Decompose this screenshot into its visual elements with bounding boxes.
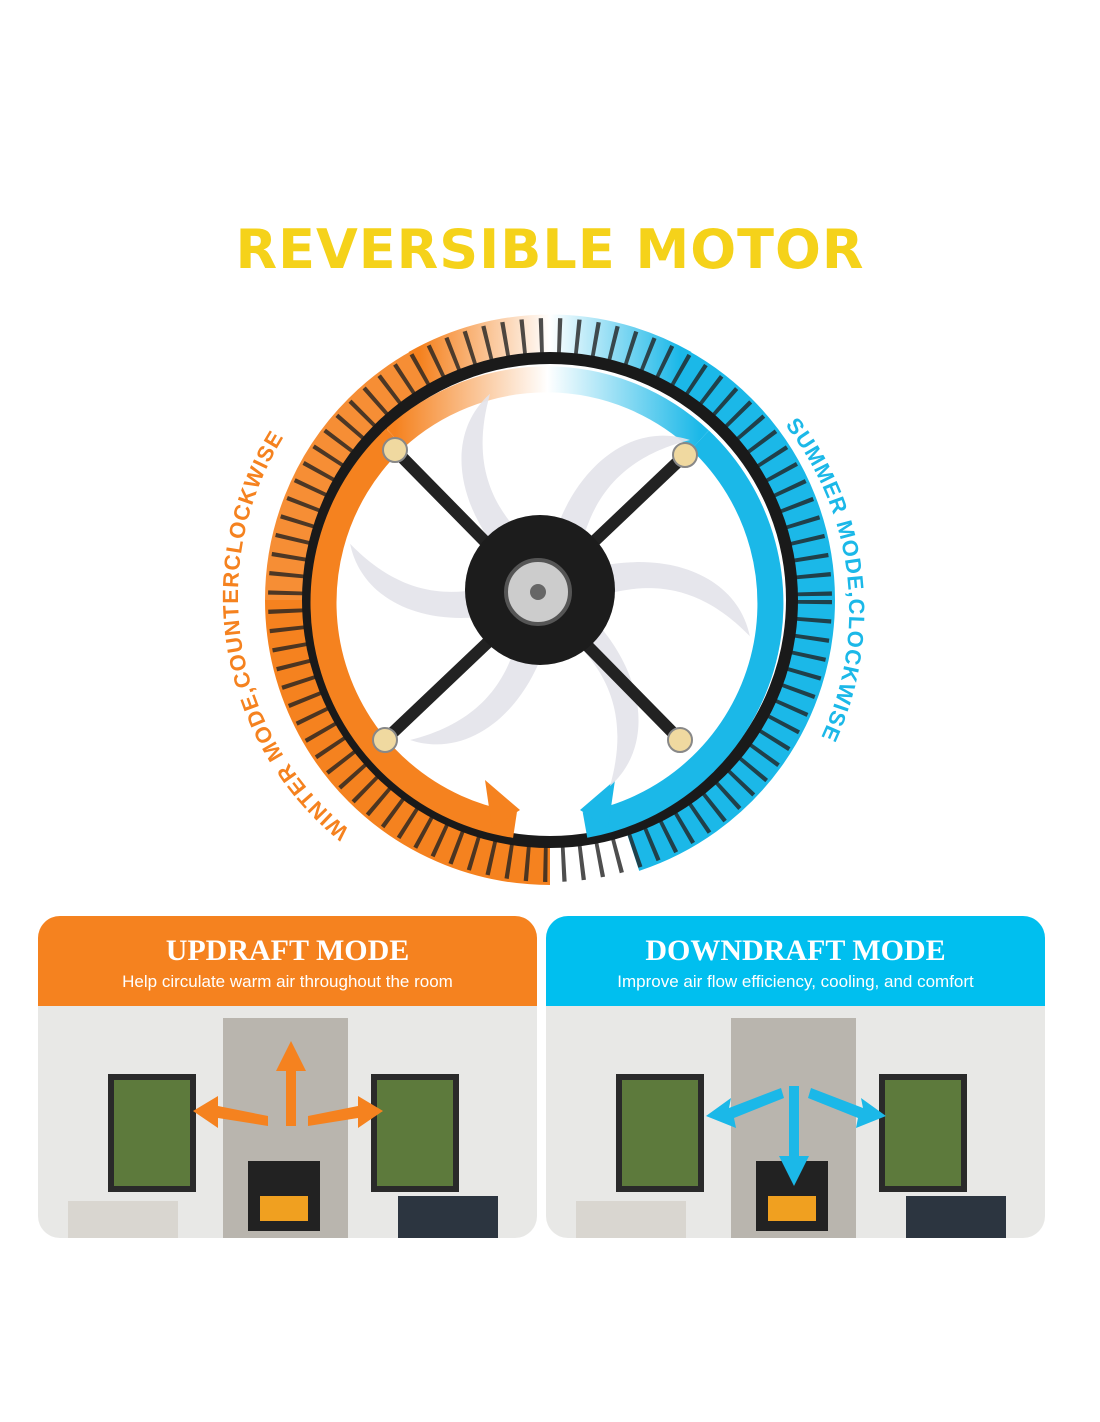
updraft-subtitle: Help circulate warm air throughout the r… <box>122 972 453 991</box>
page-title: REVERSIBLE MOTOR <box>235 218 865 281</box>
bulb-icons <box>372 437 698 753</box>
air-coils <box>265 314 836 885</box>
downdraft-subtitle: Improve air flow efficiency, cooling, an… <box>617 972 974 991</box>
downdraft-arrows <box>706 1086 886 1186</box>
fan-diagram: WINTER MODE,COUNTERCLOCKWISE SUMMER MODE… <box>218 314 868 885</box>
downdraft-room-photo <box>546 1006 1045 1238</box>
downdraft-title: DOWNDRAFT MODE <box>645 934 946 967</box>
downdraft-panel: DOWNDRAFT MODE Improve air flow efficien… <box>546 916 1045 1238</box>
winter-arrow <box>310 428 517 838</box>
summer-arrow <box>582 430 784 838</box>
updraft-room-photo <box>38 1006 537 1238</box>
updraft-arrows <box>193 1041 383 1128</box>
updraft-panel: UPDRAFT MODE Help circulate warm air thr… <box>38 916 537 1238</box>
fan-ring <box>302 352 798 848</box>
updraft-title: UPDRAFT MODE <box>165 934 410 967</box>
